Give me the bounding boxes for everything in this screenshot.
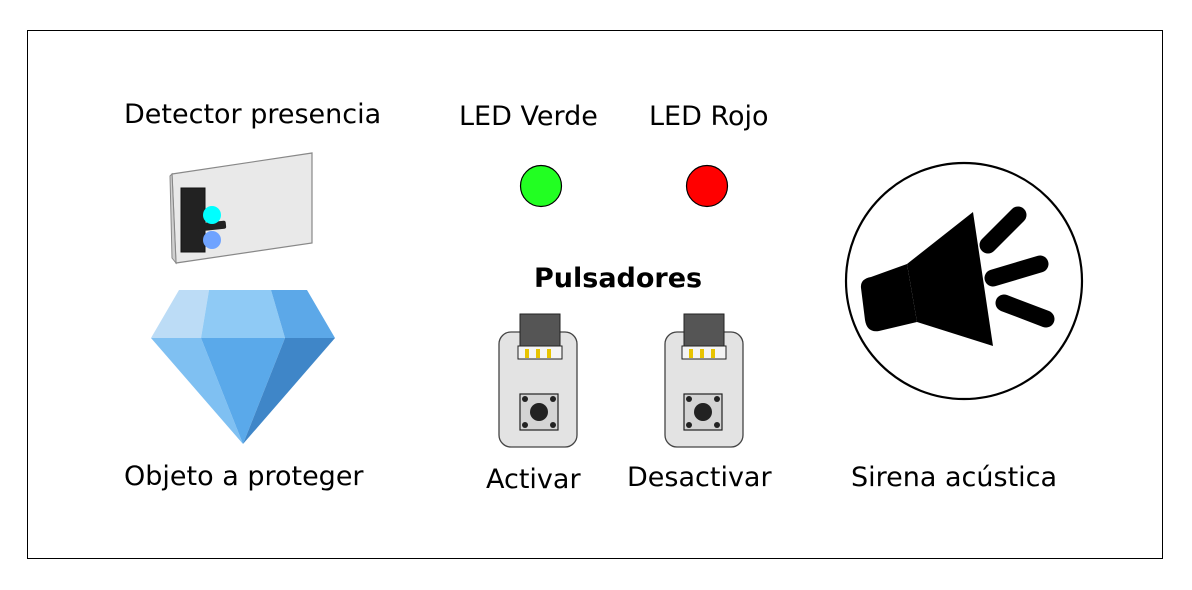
- push-button-deactivate[interactable]: [664, 312, 744, 448]
- sensor-bottom-lens: [203, 231, 221, 249]
- buttons-title: Pulsadores: [534, 263, 703, 294]
- led-red-icon: [685, 164, 729, 208]
- push-button-activate[interactable]: [498, 312, 578, 448]
- detector-label: Detector presencia: [124, 99, 382, 130]
- diamond-icon: [151, 290, 335, 444]
- diagram-frame: [27, 30, 1163, 559]
- deactivate-label: Desactivar: [627, 462, 772, 493]
- speaker-icon: [844, 161, 1084, 401]
- sensor-top-lens: [203, 206, 221, 224]
- object-label: Objeto a proteger: [124, 461, 364, 492]
- activate-label: Activar: [486, 464, 581, 495]
- siren-label: Sirena acústica: [851, 462, 1058, 493]
- led-green-label: LED Verde: [459, 101, 598, 132]
- motion-sensor-icon: [169, 152, 313, 265]
- led-red-label: LED Rojo: [649, 101, 769, 132]
- led-green-icon: [519, 164, 563, 208]
